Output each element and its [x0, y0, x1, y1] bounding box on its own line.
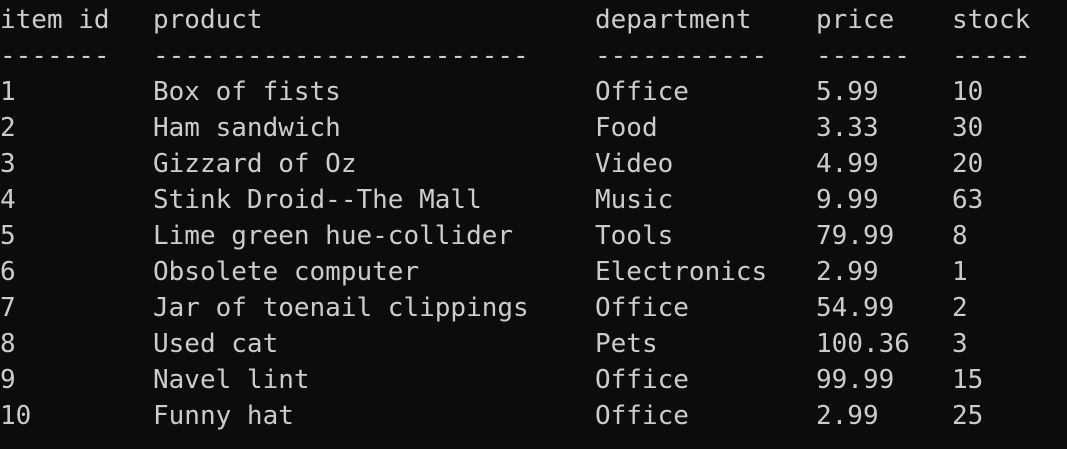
separator-department: ----------- — [595, 41, 768, 71]
table-row: 4 Stink Droid--The Mall Music 9.99 63 — [0, 182, 1067, 218]
cell-stock: 2 — [952, 293, 968, 323]
cell-price: 3.33 — [816, 113, 879, 143]
cell-item-id: 9 — [0, 365, 16, 395]
table-row: 1 Box of fists Office 5.99 10 — [0, 74, 1067, 110]
cell-product: Funny hat — [153, 401, 294, 431]
table-row: 9 Navel lint Office 99.99 15 — [0, 362, 1067, 398]
cell-item-id: 5 — [0, 221, 16, 251]
cell-item-id: 6 — [0, 257, 16, 287]
cell-product: Navel lint — [153, 365, 310, 395]
column-header-price: price — [816, 5, 895, 35]
column-header-item-id: item id — [0, 5, 110, 35]
cell-department: Office — [595, 365, 689, 395]
cell-stock: 10 — [952, 77, 984, 107]
cell-department: Office — [595, 401, 689, 431]
cell-stock: 3 — [952, 329, 968, 359]
cell-price: 54.99 — [816, 293, 895, 323]
cell-price: 99.99 — [816, 365, 895, 395]
cell-product: Obsolete computer — [153, 257, 420, 287]
cell-product: Box of fists — [153, 77, 341, 107]
cell-product: Stink Droid--The Mall — [153, 185, 482, 215]
cell-department: Video — [595, 149, 674, 179]
cell-product: Used cat — [153, 329, 279, 359]
table-row: 3 Gizzard of Oz Video 4.99 20 — [0, 146, 1067, 182]
table-row: 8 Used cat Pets 100.36 3 — [0, 326, 1067, 362]
table-row: 2 Ham sandwich Food 3.33 30 — [0, 110, 1067, 146]
cell-department: Electronics — [595, 257, 768, 287]
separator-item-id: ------- — [0, 41, 110, 71]
table-row: 7 Jar of toenail clippings Office 54.99 … — [0, 290, 1067, 326]
cell-item-id: 3 — [0, 149, 16, 179]
cell-department: Office — [595, 77, 689, 107]
separator-price: ------ — [816, 41, 910, 71]
column-header-stock: stock — [952, 5, 1031, 35]
cell-price: 2.99 — [816, 401, 879, 431]
cell-department: Food — [595, 113, 658, 143]
cell-price: 2.99 — [816, 257, 879, 287]
table-separator-row: ------- ------------------------ -------… — [0, 38, 1067, 74]
cell-stock: 63 — [952, 185, 984, 215]
cell-stock: 20 — [952, 149, 984, 179]
cell-stock: 15 — [952, 365, 984, 395]
cell-item-id: 2 — [0, 113, 16, 143]
separator-stock: ----- — [952, 41, 1031, 71]
cell-product: Gizzard of Oz — [153, 149, 357, 179]
table-header-row: item id product department price stock — [0, 2, 1067, 38]
column-header-department: department — [595, 5, 752, 35]
cell-item-id: 1 — [0, 77, 16, 107]
table-row: 10 Funny hat Office 2.99 25 — [0, 398, 1067, 434]
cell-stock: 8 — [952, 221, 968, 251]
column-header-product: product — [153, 5, 263, 35]
cell-price: 79.99 — [816, 221, 895, 251]
cell-product: Ham sandwich — [153, 113, 341, 143]
cell-price: 100.36 — [816, 329, 910, 359]
cell-department: Tools — [595, 221, 674, 251]
cell-stock: 30 — [952, 113, 984, 143]
table-row: 5 Lime green hue-collider Tools 79.99 8 — [0, 218, 1067, 254]
cell-item-id: 7 — [0, 293, 16, 323]
cell-price: 4.99 — [816, 149, 879, 179]
cell-department: Office — [595, 293, 689, 323]
cell-stock: 25 — [952, 401, 984, 431]
separator-product: ------------------------ — [153, 41, 529, 71]
cell-price: 5.99 — [816, 77, 879, 107]
cell-department: Pets — [595, 329, 658, 359]
cell-department: Music — [595, 185, 674, 215]
cell-item-id: 10 — [0, 401, 32, 431]
cell-price: 9.99 — [816, 185, 879, 215]
table-row: 6 Obsolete computer Electronics 2.99 1 — [0, 254, 1067, 290]
cell-stock: 1 — [952, 257, 968, 287]
cell-item-id: 8 — [0, 329, 16, 359]
cell-product: Lime green hue-collider — [153, 221, 514, 251]
cell-product: Jar of toenail clippings — [153, 293, 529, 323]
cell-item-id: 4 — [0, 185, 16, 215]
